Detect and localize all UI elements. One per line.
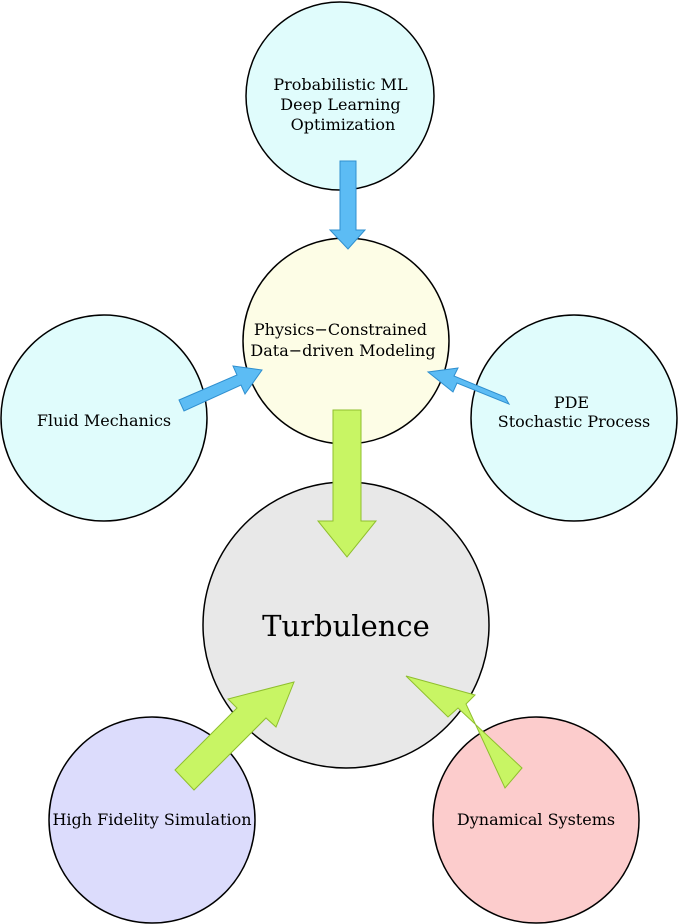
fluid-mechanics-label: Fluid Mechanics [37,411,171,430]
turbulence-label-line-1: Turbulence [262,609,430,643]
arrow-core-to-turbulence [316,409,378,558]
pde-label-line-2: Stochastic Process [498,412,651,431]
fluid-mechanics-label-line-1: Fluid Mechanics [37,411,171,430]
simulation-label: High Fidelity Simulation [52,810,251,829]
arrow-fluid-to-core [178,365,263,412]
dynamics-label-line-1: Dynamical Systems [457,810,615,829]
turbulence-label: Turbulence [262,609,430,643]
simulation-label-line-1: High Fidelity Simulation [52,810,251,829]
methods-label-line-3: Optimization [291,115,396,134]
methods-label-line-2: Deep Learning [280,95,400,114]
core-modeling-label-line-2: Data−driven Modeling [250,341,435,360]
arrow-pde-to-core [426,367,511,406]
core-modeling-label: Physics−Constrained Data−driven Modeling [250,320,435,360]
fluid-mechanics-node [0,314,208,522]
pde-node [470,314,678,522]
pde-label: PDE Stochastic Process [498,393,651,431]
dynamics-node [432,716,640,924]
methods-label-line-1: Probabilistic ML [273,75,408,94]
arrow-simulation-to-turbulence [174,681,295,791]
pde-label-line-1: PDE [554,393,589,412]
arrow-methods-to-core [328,160,367,250]
core-modeling-label-line-1: Physics−Constrained [254,320,427,339]
methods-label: Probabilistic ML Deep Learning Optimizat… [273,75,412,134]
dynamics-label: Dynamical Systems [457,810,615,829]
arrow-dynamics-to-turbulence [405,675,523,789]
